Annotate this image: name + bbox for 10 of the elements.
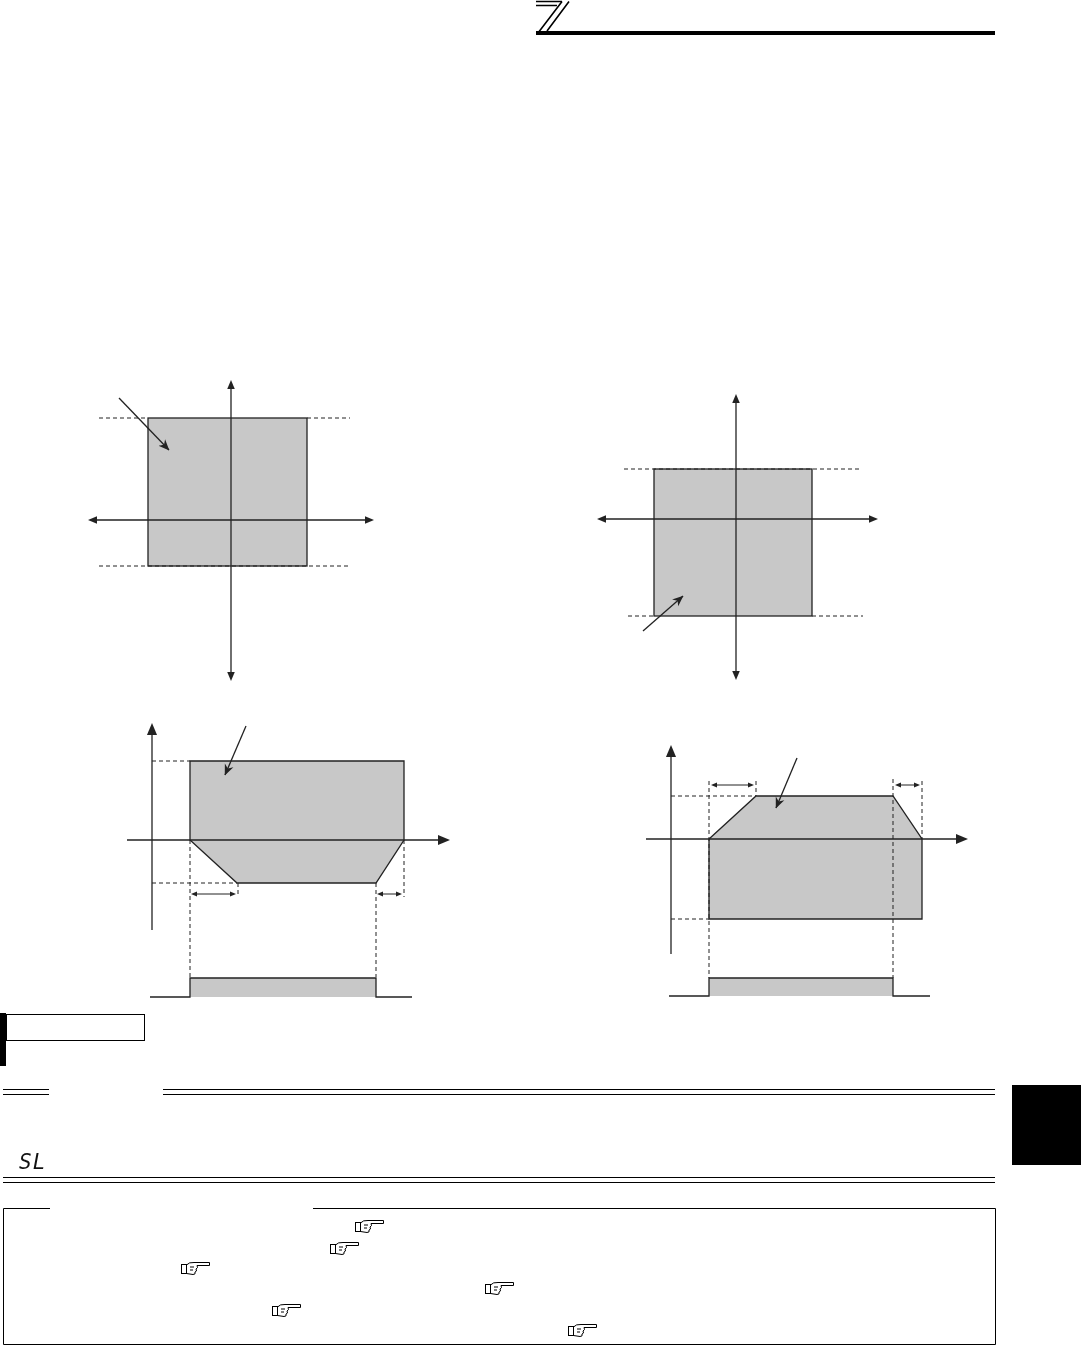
shaded-area — [709, 796, 922, 919]
shaded-area — [654, 469, 812, 616]
leader-arrow — [775, 757, 798, 809]
shaded-area — [190, 761, 404, 883]
leader-arrow — [118, 397, 170, 451]
segment-display-text: SL — [19, 1151, 47, 1173]
leader-arrow — [224, 725, 247, 776]
shaded-area — [148, 418, 307, 566]
leader-arrow — [642, 595, 684, 632]
chapter-tab — [1012, 1085, 1081, 1165]
